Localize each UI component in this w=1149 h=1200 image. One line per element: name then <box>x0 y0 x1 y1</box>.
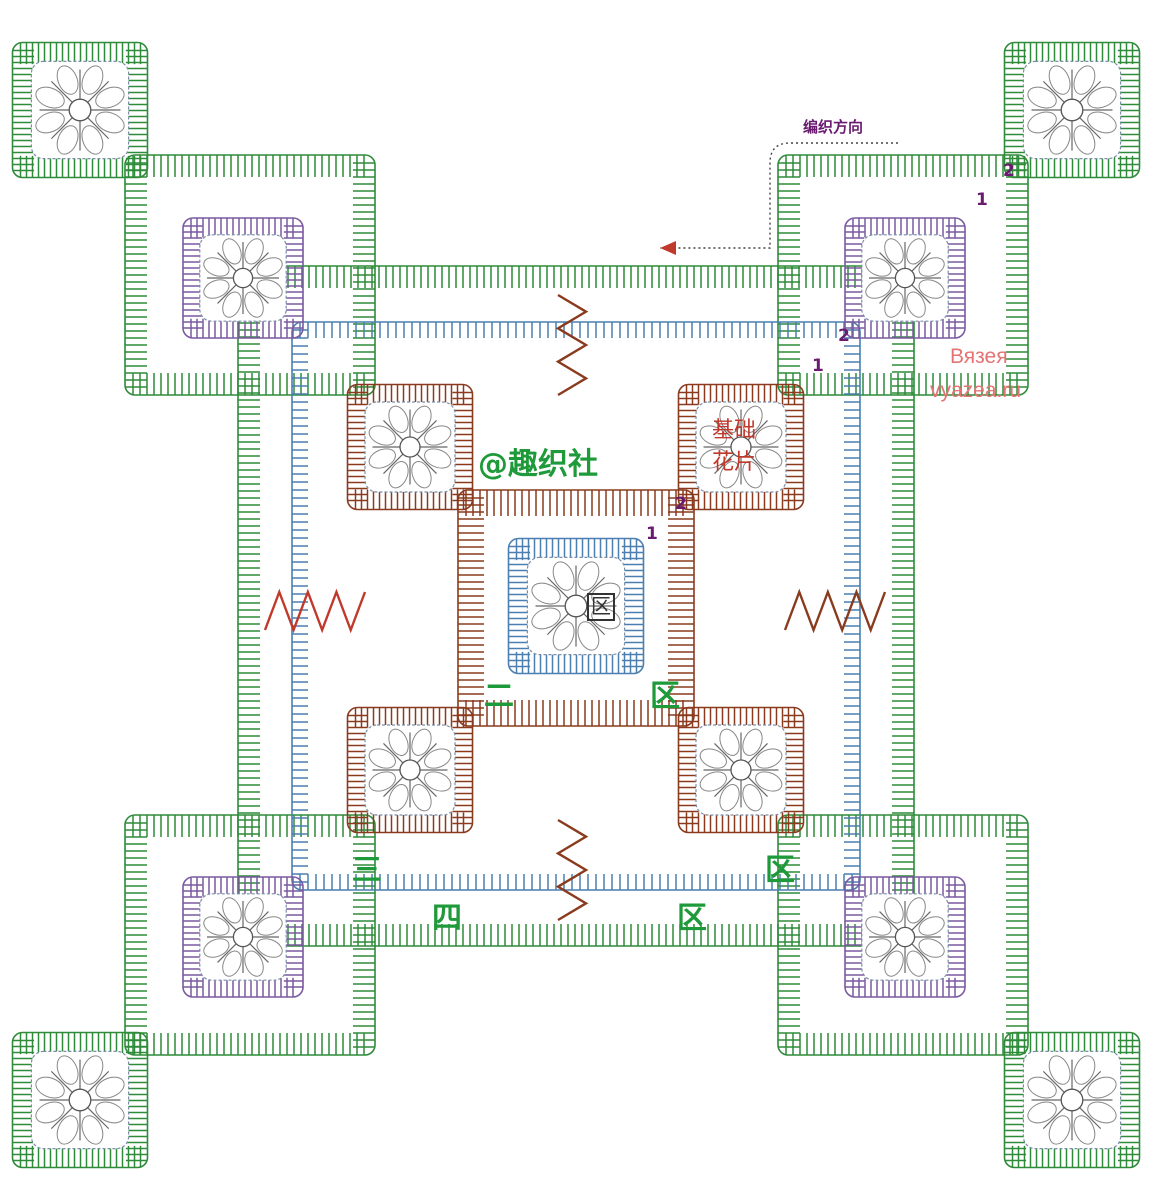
brand-label: @趣织社 <box>478 447 598 482</box>
zigzag-top <box>555 293 589 397</box>
flower-motif <box>861 893 949 981</box>
zigzag-bottom <box>555 818 589 922</box>
round-number-outer-1: 1 <box>976 190 988 210</box>
round-number-middle-2: 2 <box>838 326 850 346</box>
stitch-layer <box>11 41 1141 1169</box>
region-label-bottom-left-a: 三 <box>352 853 382 888</box>
zigzag-layer <box>263 293 887 922</box>
middle-ring-frame <box>291 321 861 891</box>
corner-frame-top-right <box>777 154 1029 396</box>
round-number-inner-2: 2 <box>675 494 687 514</box>
zigzag-left <box>263 588 367 634</box>
center-marker-label: 区 <box>591 594 611 618</box>
region-label-left-mid: 二 <box>484 679 514 714</box>
zigzag-right <box>783 588 887 634</box>
round-number-outer-2: 2 <box>1003 161 1015 181</box>
inner-core-frame <box>457 489 695 727</box>
flower-motif <box>695 401 787 493</box>
region-label-bottom-right-b: 区 <box>677 901 707 936</box>
motif-layer <box>30 60 1122 1150</box>
flower-motif <box>695 724 787 816</box>
flower-motif <box>30 1050 130 1150</box>
flower-motif <box>861 234 949 322</box>
flower-motif <box>1022 1050 1122 1150</box>
region-label-right-mid: 区 <box>650 679 680 714</box>
flower-motif <box>199 234 287 322</box>
round-number-middle-1: 1 <box>812 356 824 376</box>
corner-frame-bottom-right <box>777 814 1029 1056</box>
flower-motif <box>526 556 626 656</box>
corner-frame-bottom-left <box>124 814 376 1056</box>
center-label-line2: 花片 <box>712 450 757 475</box>
direction-arrow <box>660 142 898 255</box>
region-label-bottom-right-a: 区 <box>765 853 795 888</box>
flower-motif <box>1022 60 1122 160</box>
flower-motif <box>199 893 287 981</box>
region-label-bottom-left-b: 四 <box>432 901 462 936</box>
center-marker-box <box>587 593 615 621</box>
flower-motif <box>364 724 456 816</box>
flower-motif <box>364 401 456 493</box>
direction-label: 编织方向 <box>803 118 864 136</box>
watermark-line1: Вязея <box>950 345 1008 368</box>
outer-body-frame <box>237 265 915 947</box>
center-label-line1: 基础 <box>712 418 757 443</box>
flower-motif <box>30 60 130 160</box>
watermark-line2: vyazea.ru <box>930 379 1022 402</box>
round-number-inner-1: 1 <box>646 524 658 544</box>
